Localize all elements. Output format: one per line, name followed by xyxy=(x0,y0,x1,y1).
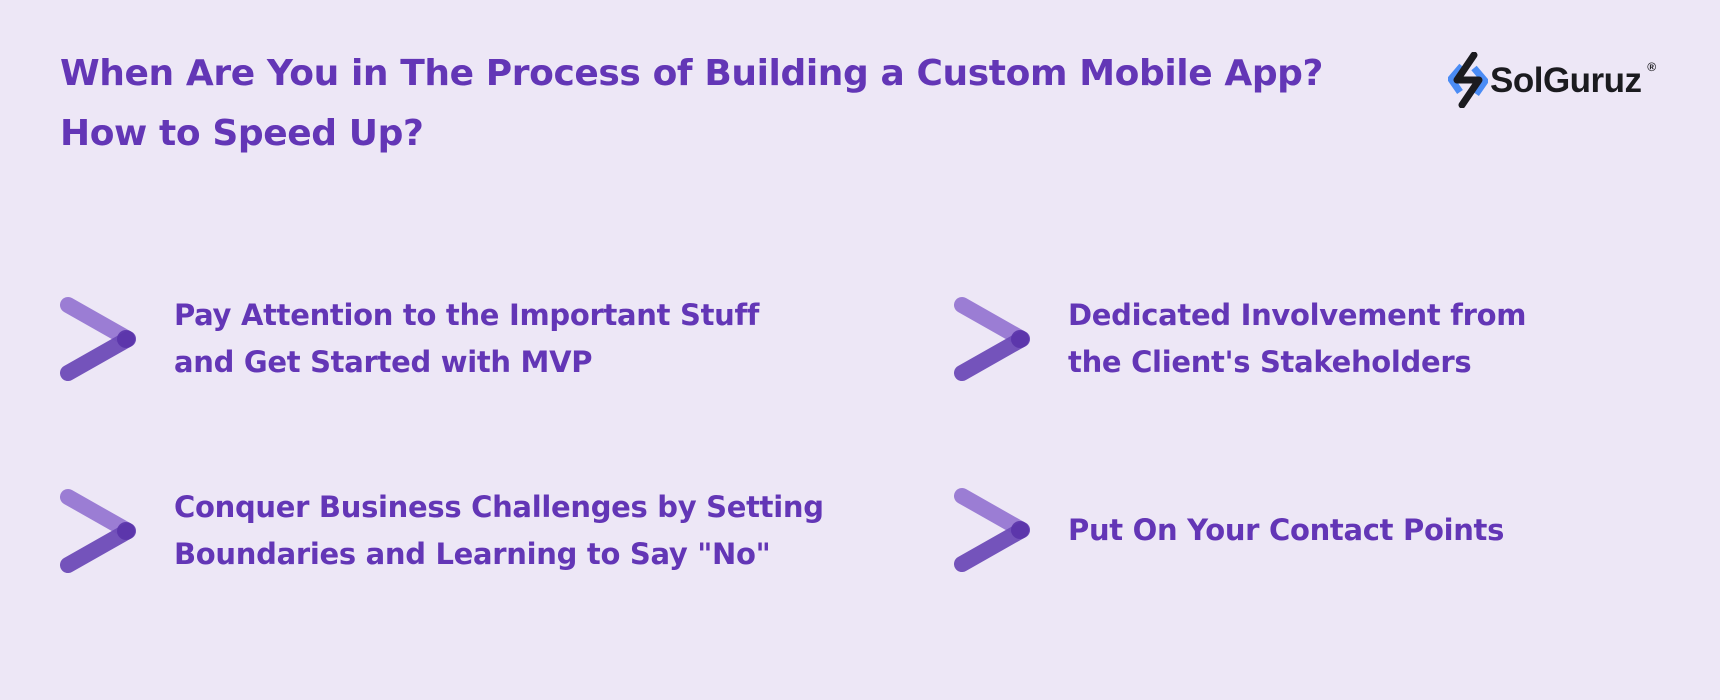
chevron-right-icon xyxy=(954,297,1030,381)
list-item: Dedicated Involvement from the Client's … xyxy=(954,292,1526,386)
chevron-right-icon xyxy=(60,297,136,381)
page-title: When Are You in The Process of Building … xyxy=(60,44,1420,164)
chevron-right-icon xyxy=(954,488,1030,572)
list-item: Put On Your Contact Points xyxy=(954,484,1504,576)
page-title-line-2: How to Speed Up? xyxy=(60,113,424,154)
list-item: Pay Attention to the Important Stuff and… xyxy=(60,292,759,386)
item-label: Conquer Business Challenges by Setting B… xyxy=(174,490,824,571)
brand-logo: SolGuruz® xyxy=(1448,52,1656,108)
item-label: Put On Your Contact Points xyxy=(1068,512,1505,547)
list-item: Conquer Business Challenges by Setting B… xyxy=(60,484,824,578)
registered-mark: ® xyxy=(1647,59,1656,74)
solguruz-logo-icon xyxy=(1448,52,1488,108)
page-title-line-1: When Are You in The Process of Building … xyxy=(60,53,1324,94)
item-label: Dedicated Involvement from the Client's … xyxy=(1068,298,1527,379)
item-label: Pay Attention to the Important Stuff and… xyxy=(174,298,760,379)
chevron-right-icon xyxy=(60,489,136,573)
brand-name: SolGuruz® xyxy=(1490,59,1656,100)
